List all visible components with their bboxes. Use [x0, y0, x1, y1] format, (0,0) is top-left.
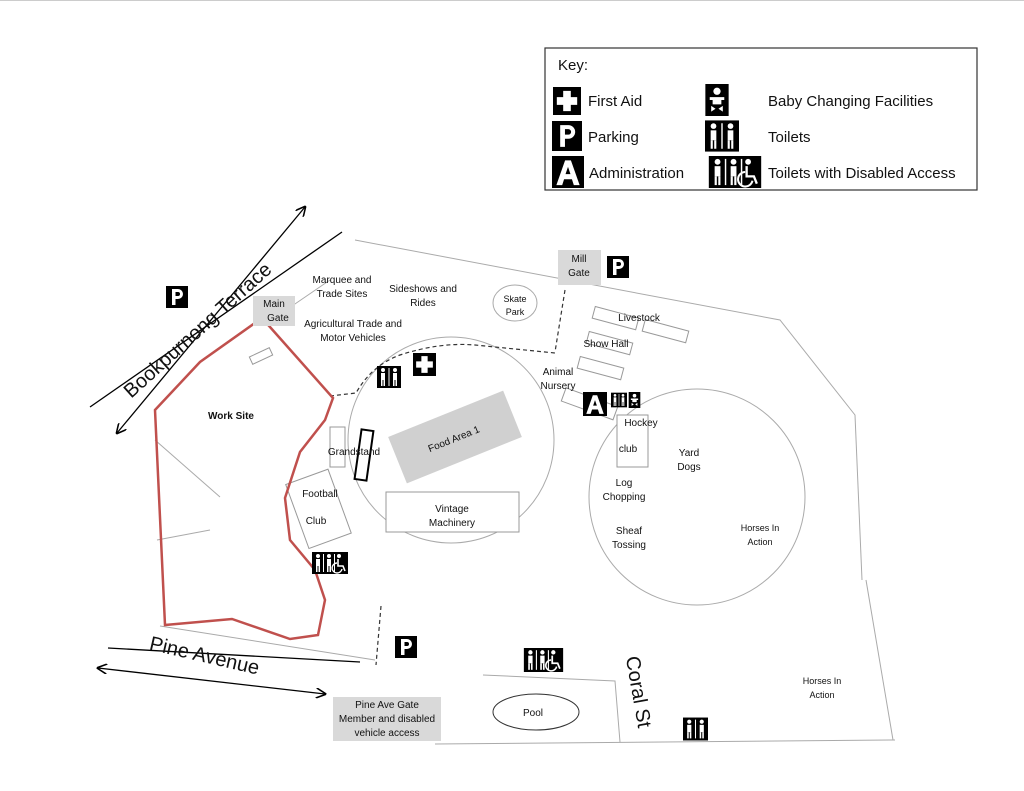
work-site-outline [153, 316, 335, 641]
mill-gate-label: Gate [568, 268, 590, 279]
administration-icon [552, 156, 584, 188]
sideshows-label: Rides [410, 298, 436, 309]
log-chopping-label: Log [616, 478, 633, 489]
grandstand-label: Grandstand [328, 447, 380, 458]
toilets-disabled-icon [524, 648, 563, 672]
pine-avenue-road: Pine Avenue [98, 633, 361, 694]
first-aid-icon [553, 87, 581, 115]
livestock-label: Livestock [618, 313, 661, 324]
main-oval [347, 336, 555, 544]
yard-dogs-label: Dogs [677, 462, 700, 473]
key-label-toilets-disabled: Toilets with Disabled Access [768, 165, 956, 182]
coral-st-label: Coral St [621, 654, 655, 729]
pine-gate-label: Member and disabled [339, 714, 435, 725]
parking-icon [395, 636, 417, 658]
mill-gate-path [554, 289, 566, 353]
baby-changing-icon [705, 84, 729, 116]
parking-icon [166, 286, 188, 308]
toilets-icon [705, 120, 739, 151]
marquee-label: Trade Sites [317, 289, 368, 300]
key-label-toilets: Toilets [768, 129, 811, 146]
agricultural-label: Agricultural Trade and [304, 319, 402, 330]
pine-gate-label: vehicle access [354, 728, 419, 739]
sheaf-tossing-label: Sheaf [616, 526, 642, 537]
vintage-machinery-label: Vintage [435, 504, 469, 515]
main-gate: Main Gate [253, 296, 295, 326]
baby-changing-icon [628, 392, 641, 408]
key-label-first-aid: First Aid [588, 93, 642, 110]
first-aid-icon [413, 353, 436, 376]
horses-in-action-label-2: Horses In [803, 676, 842, 686]
administration-icon [583, 392, 607, 416]
horses-in-action-label: Horses In [741, 523, 780, 533]
mill-gate-label: Mill [572, 254, 587, 265]
horses-in-action-label: Action [747, 537, 772, 547]
animal-nursery-label: Nursery [540, 381, 575, 392]
sheaf-tossing-label: Tossing [612, 540, 646, 551]
work-site-label: Work Site [208, 411, 254, 422]
dashed-path [329, 343, 556, 397]
key-label-administration: Administration [589, 165, 684, 182]
toilets-disabled-icon [709, 156, 761, 188]
parking-icon [552, 121, 582, 151]
marquee-label: Marquee and [313, 275, 372, 286]
football-club-label: Football [302, 489, 338, 500]
skate-park-outline [492, 284, 538, 322]
mill-gate: Mill Gate [558, 250, 601, 285]
agricultural-label: Motor Vehicles [320, 333, 386, 344]
pine-ave-gate: Pine Ave Gate Member and disabled vehicl… [333, 697, 441, 741]
key-label-parking: Parking [588, 129, 639, 146]
toilets-disabled-icon [312, 552, 348, 574]
hockey-club-label: Hockey [624, 418, 657, 429]
yard-dogs-label: Yard [679, 448, 699, 459]
buildings [248, 305, 690, 550]
map-key: Key: First Aid Parking Administration Ba… [544, 47, 978, 191]
key-label-baby-changing: Baby Changing Facilities [768, 93, 933, 110]
pine-gate-label: Pine Ave Gate [355, 700, 419, 711]
bookpurnong-terrace-label: Bookpurnong Terrace [120, 259, 277, 403]
pine-avenue-label: Pine Avenue [147, 633, 261, 680]
parking-icon [607, 256, 629, 278]
pine-gate-path [375, 605, 382, 666]
hockey-club-label: club [619, 444, 638, 455]
football-club-label: Club [306, 516, 327, 527]
toilets-icon [683, 718, 708, 741]
sideshows-label: Sideshows and [389, 284, 457, 295]
key-title: Key: [558, 57, 588, 74]
show-hall-label: Show Hall [583, 339, 628, 350]
second-oval [588, 388, 806, 606]
skate-park-label: Park [506, 307, 525, 317]
toilets-icon [611, 393, 627, 408]
log-chopping-label: Chopping [603, 492, 646, 503]
animal-nursery-label: Animal [543, 367, 574, 378]
pool-outline [492, 693, 580, 731]
main-gate-label: Gate [267, 313, 289, 324]
skate-park-label: Skate [503, 294, 526, 304]
pool-label: Pool [523, 708, 543, 719]
main-gate-label: Main [263, 299, 285, 310]
horses-in-action-label-2: Action [809, 690, 834, 700]
vintage-machinery-label: Machinery [429, 518, 475, 529]
food-area-block [388, 390, 522, 484]
toilets-icon [377, 366, 401, 388]
